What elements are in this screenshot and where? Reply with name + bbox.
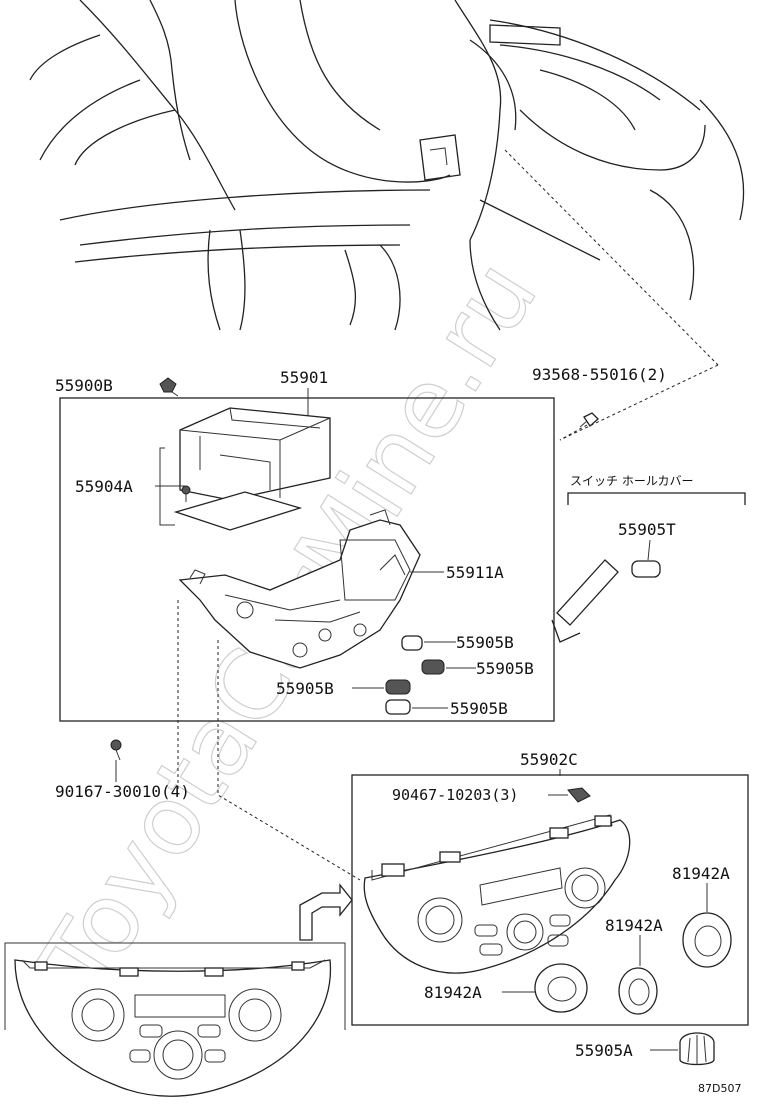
ring-81942A-small (618, 967, 658, 1015)
screw-55904A (181, 485, 191, 502)
part-label-55901: 55901 (280, 368, 328, 387)
part-label-90467-10203: 90467-10203(3) (392, 786, 518, 804)
part-label-55900B: 55900B (55, 376, 113, 395)
main-bracket-55911A (178, 509, 421, 669)
switch-cover-55905B-c (385, 679, 411, 695)
bracket-assembly-frame (59, 397, 555, 722)
part-label-55911A: 55911A (446, 563, 504, 582)
part-label-55904A: 55904A (75, 477, 133, 496)
switch-cover-55905B-a (401, 635, 423, 651)
clip-90467 (567, 787, 591, 803)
knob-55905A (679, 1032, 715, 1066)
part-label-55905B-4: 55905B (450, 699, 508, 718)
ring-81942A-large-left (534, 963, 588, 1013)
part-label-55905A: 55905A (575, 1041, 633, 1060)
part-label-81942A-3: 81942A (424, 983, 482, 1002)
switch-cover-55905T (631, 560, 661, 578)
part-label-90167-30010: 90167-30010(4) (55, 782, 190, 801)
part-label-81942A-2: 81942A (605, 916, 663, 935)
arrow-55905T-to-bracket (551, 559, 619, 643)
switch-cover-55905B-d (385, 699, 411, 715)
screw-90167 (110, 739, 122, 761)
part-label-55905T: 55905T (618, 520, 676, 539)
clip-55900B (159, 377, 179, 397)
plate-55904A (173, 491, 303, 531)
part-label-55905B-2: 55905B (476, 659, 534, 678)
dashboard-overview-drawing (29, 0, 745, 441)
assembly-arrow (299, 883, 353, 941)
part-label-55902C: 55902C (520, 750, 578, 769)
switch-hole-cover-label: スイッチ ホールカバー (570, 474, 693, 488)
screw-93568 (579, 412, 599, 428)
pocket-box-55901 (179, 407, 331, 501)
part-label-55905B-3: 55905B (276, 679, 334, 698)
assembled-control-panel (4, 942, 346, 1097)
ring-81942A-large-right (682, 912, 732, 968)
part-label-81942A-1: 81942A (672, 864, 730, 883)
part-label-93568-55016: 93568-55016(2) (532, 365, 667, 384)
part-label-55905B-1: 55905B (456, 633, 514, 652)
switch-cover-55905B-b (421, 659, 445, 675)
diagram-code: 87D507 (698, 1082, 741, 1095)
control-panel-55902C (363, 814, 631, 974)
